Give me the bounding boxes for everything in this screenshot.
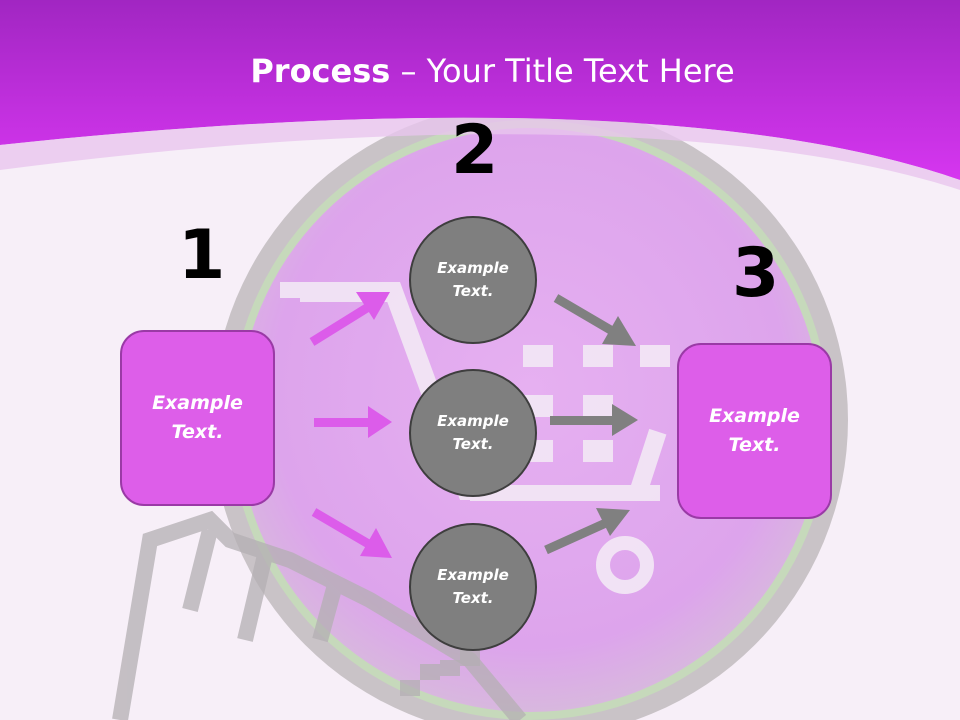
circle-upper: Example Text. <box>409 216 537 344</box>
hand-cursor-icon <box>112 510 527 720</box>
pink-arrow-lower <box>311 508 392 558</box>
step-number-1: 1 <box>178 216 226 295</box>
circle-middle-text: Example Text. <box>437 412 509 453</box>
header-band <box>0 0 960 180</box>
step-number-2: 2 <box>451 111 499 190</box>
gray-arrows <box>544 294 638 555</box>
pink-arrow-middle <box>314 406 392 438</box>
title-bold: Process <box>250 52 391 90</box>
pink-arrow-upper <box>309 292 390 346</box>
circle-lower-text: Example Text. <box>437 566 509 607</box>
gray-arrow-upper <box>553 294 636 346</box>
circle-lower: Example Text. <box>409 523 537 651</box>
step-1-box: Example Text. <box>120 330 275 506</box>
step-number-3: 3 <box>732 234 780 313</box>
step-3-box: Example Text. <box>677 343 832 519</box>
gray-arrow-lower <box>544 508 630 555</box>
circle-upper-text: Example Text. <box>437 259 509 300</box>
step-3-text: Example Text. <box>709 405 800 456</box>
slide-title: Process – Your Title Text Here <box>0 52 960 90</box>
circle-middle: Example Text. <box>409 369 537 497</box>
step-1-text: Example Text. <box>152 392 243 443</box>
pink-arrows <box>309 292 392 558</box>
title-rest: – Your Title Text Here <box>390 52 735 90</box>
gray-arrow-middle <box>550 404 638 436</box>
